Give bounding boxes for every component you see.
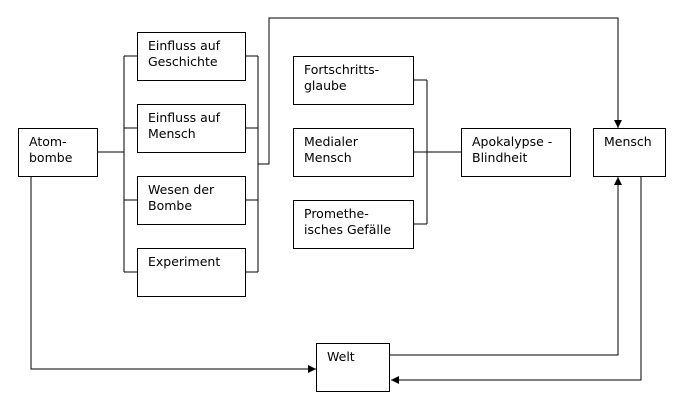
node-einfluss-mensch-label: Einfluss auf Mensch: [148, 110, 221, 141]
node-atombombe: Atom- bombe: [18, 128, 98, 177]
node-fortschrittsglaube: Fortschritts- glaube: [293, 56, 414, 105]
connector-bracket-to-mensch: [258, 17, 622, 165]
node-wesen-bombe-label: Wesen der Bombe: [148, 182, 215, 213]
node-atombombe-label: Atom- bombe: [29, 134, 73, 165]
node-medialer-mensch: Medialer Mensch: [293, 128, 414, 177]
connector-atombombe-to-welt: [30, 177, 316, 373]
node-welt: Welt: [316, 343, 390, 392]
node-fortschrittsglaube-label: Fortschritts- glaube: [304, 62, 380, 93]
node-prometheisches-gefaelle: Promethe- isches Gefälle: [293, 200, 414, 249]
node-apokalypse-blindheit-label: Apokalypse - Blindheit: [472, 134, 553, 165]
node-mensch: Mensch: [593, 128, 666, 177]
node-welt-label: Welt: [327, 349, 355, 364]
node-experiment: Experiment: [137, 248, 246, 297]
node-einfluss-geschichte: Einfluss auf Geschichte: [137, 32, 246, 81]
connector-welt-to-mensch: [389, 177, 622, 356]
node-experiment-label: Experiment: [148, 254, 221, 269]
node-einfluss-mensch: Einfluss auf Mensch: [137, 104, 246, 153]
node-einfluss-geschichte-label: Einfluss auf Geschichte: [148, 38, 221, 69]
node-apokalypse-blindheit: Apokalypse - Blindheit: [461, 128, 571, 177]
node-prometheisches-gefaelle-label: Promethe- isches Gefälle: [304, 206, 392, 237]
connector-mensch-to-welt: [391, 177, 642, 384]
node-medialer-mensch-label: Medialer Mensch: [304, 134, 358, 165]
node-wesen-bombe: Wesen der Bombe: [137, 176, 246, 225]
node-mensch-label: Mensch: [604, 134, 652, 149]
